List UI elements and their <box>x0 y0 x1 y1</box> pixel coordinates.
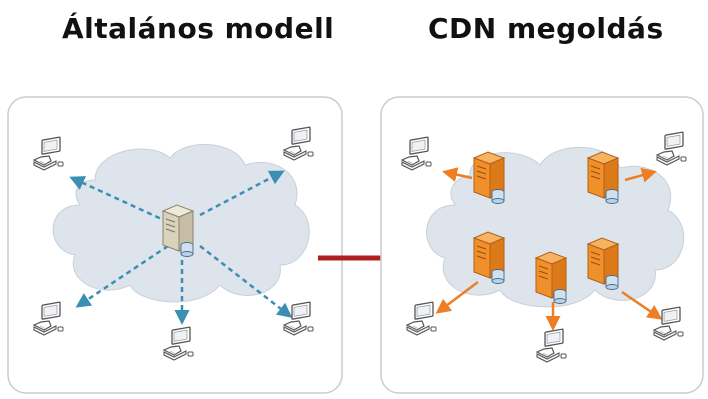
connection-arrow <box>199 245 293 318</box>
delivery-arrow <box>435 281 479 314</box>
general-model-title: Általános modell <box>62 12 335 45</box>
connection-arrow <box>75 244 169 308</box>
delivery-arrow <box>621 290 663 320</box>
delivery-arrow <box>624 167 657 183</box>
cdn-solution-title: CDN megoldás <box>428 12 664 45</box>
delivery-arrow <box>442 167 473 182</box>
general-model-panel <box>7 96 343 394</box>
connection-arrow <box>199 170 285 217</box>
cdn-solution-panel <box>380 96 704 394</box>
